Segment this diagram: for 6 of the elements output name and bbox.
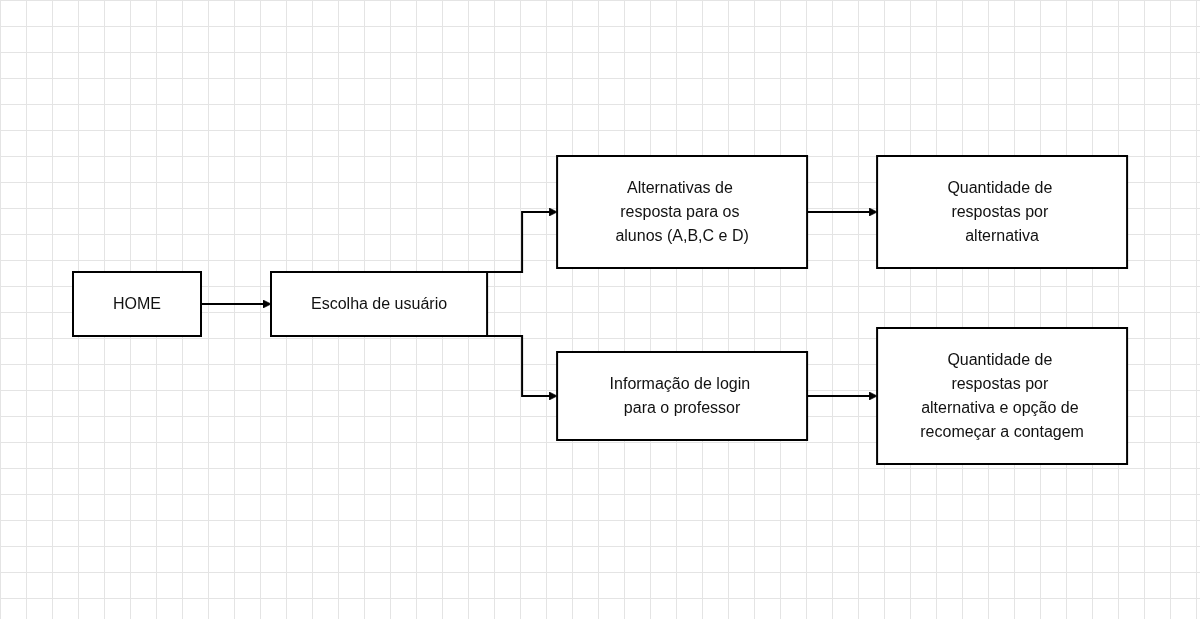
node-box: Informação de login para o professor [556,350,809,441]
node-box: Quantidade de respostas por alternativa [876,154,1129,269]
node-box: Escolha de usuário [269,270,489,337]
node-box: Alternativas de resposta para os alunos (A,B,C e D) [556,154,809,269]
node-box: Quantidade de respostas por alternativa e opção de recomeçar a contagem [876,326,1129,465]
node-box: HOME [71,270,202,337]
